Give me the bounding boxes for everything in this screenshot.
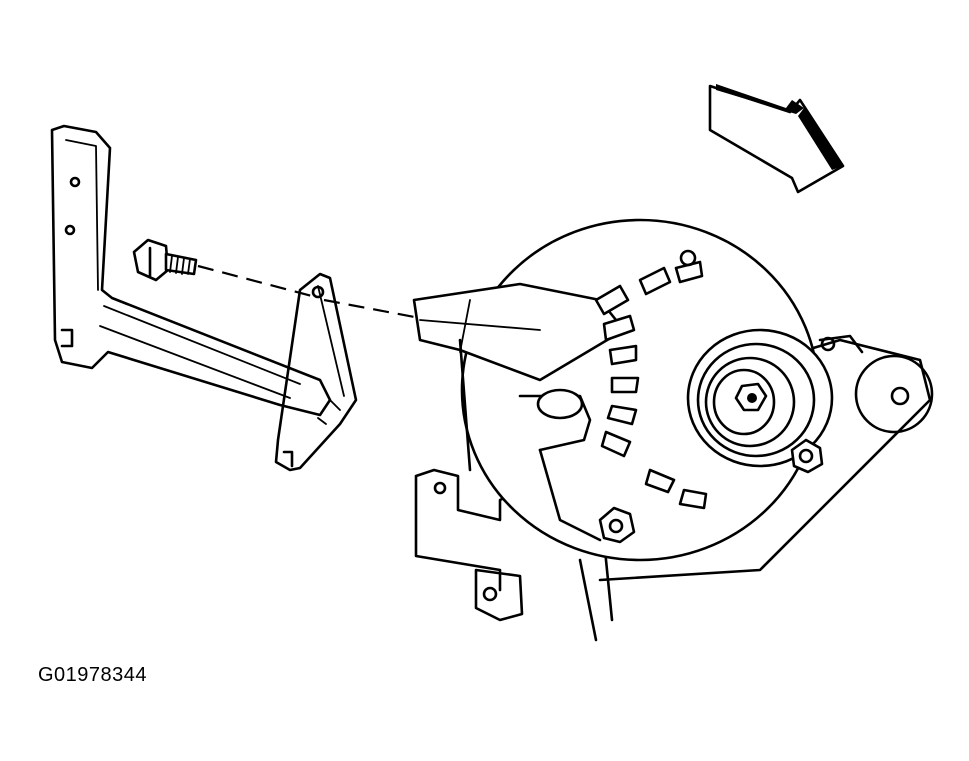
pulley xyxy=(686,328,834,468)
direction-arrow-icon xyxy=(708,84,845,194)
nut-lower xyxy=(598,506,636,544)
nut-upper xyxy=(790,438,824,474)
cooling-slots xyxy=(594,260,708,510)
engine-bracket xyxy=(414,334,934,642)
mounting-bracket xyxy=(50,124,358,472)
alternator xyxy=(412,218,820,562)
alignment-line-2 xyxy=(323,298,421,320)
bolt xyxy=(132,238,198,282)
figure-id-label: G01978344 xyxy=(38,664,148,686)
alignment-line xyxy=(197,264,313,298)
